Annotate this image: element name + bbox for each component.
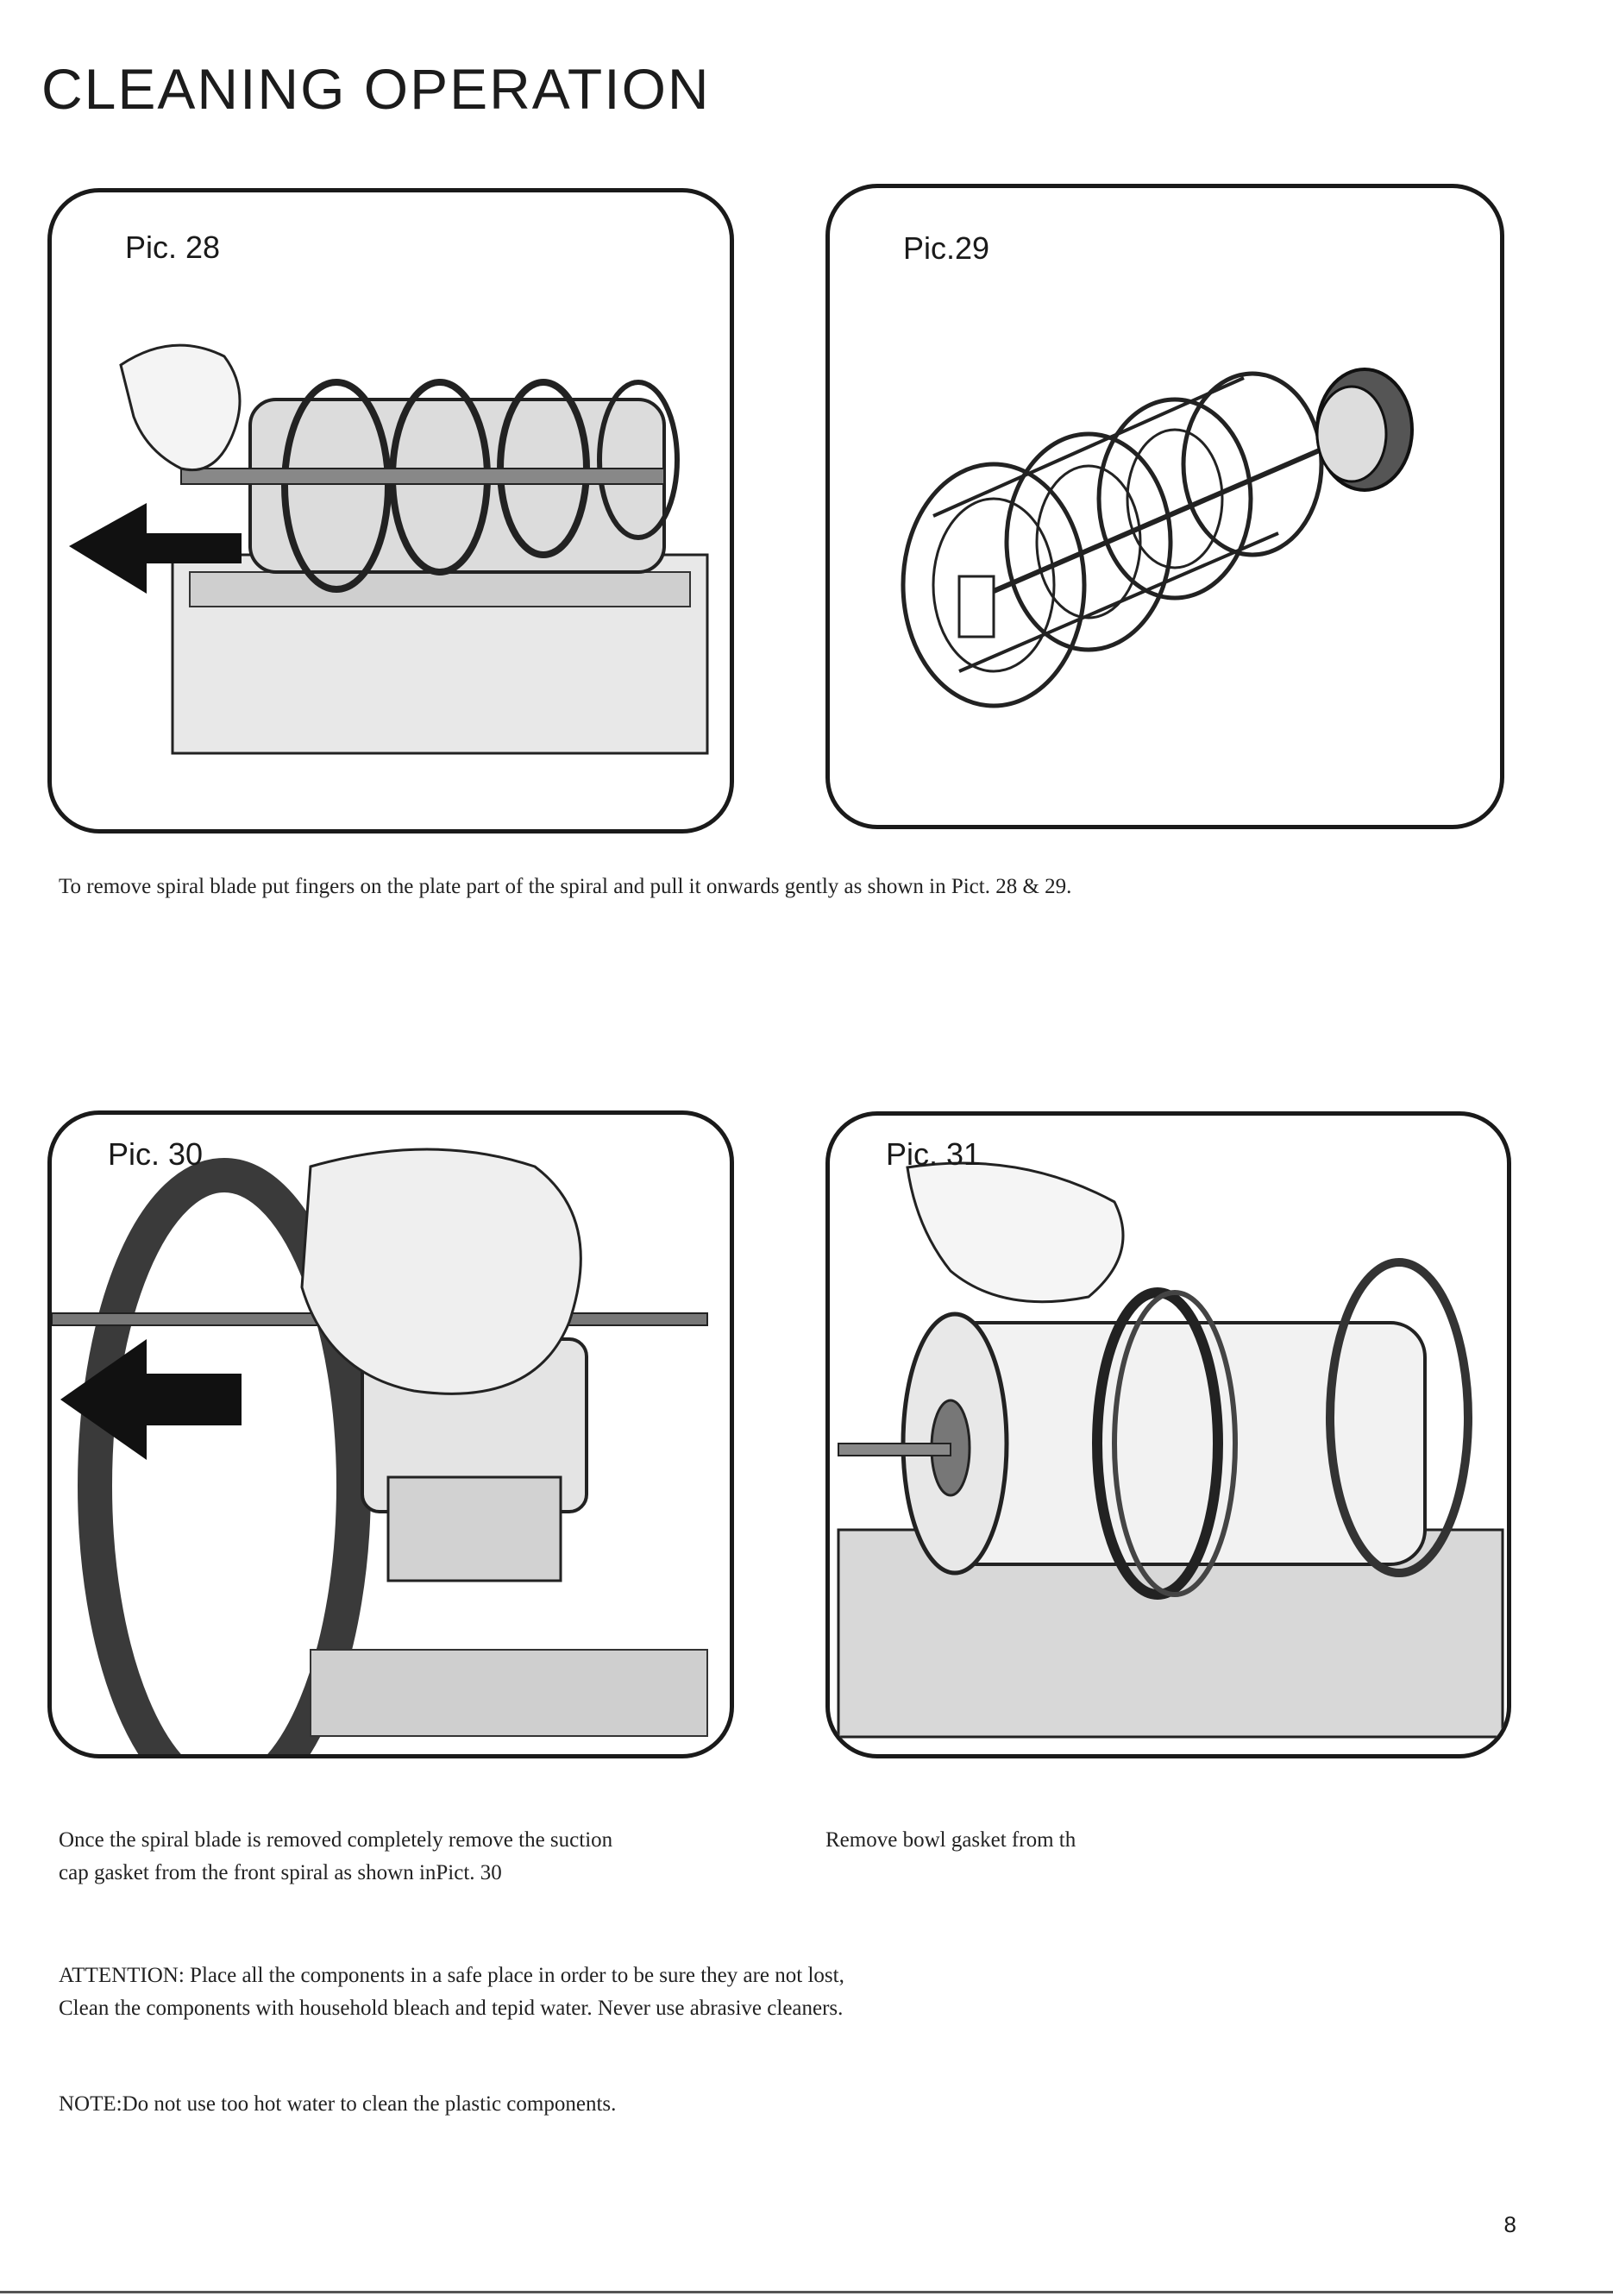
attention-note: ATTENTION: Place all the components in a… (59, 1964, 844, 2020)
page-title: CLEANING OPERATION (41, 57, 711, 121)
page-number: 8 (1503, 2211, 1516, 2237)
arrow-left-icon (60, 1339, 242, 1460)
figure-pic-30: Pic. 30 (47, 1110, 734, 1758)
figure-label: Pic. 31 (886, 1136, 982, 1172)
bottom-rule (0, 2291, 1613, 2293)
spiral-removal-caption: To remove spiral blade put fingers on th… (59, 875, 1072, 898)
suction-cap-photo (52, 1148, 708, 1754)
figure-label: Pic. 28 (125, 230, 221, 265)
temperature-note: NOTE:Do not use too hot water to clean t… (59, 2092, 617, 2116)
bowl-gasket-caption: Remove bowl gasket from th (825, 1828, 1076, 1852)
bowl-gasket-photo (837, 1161, 1504, 1739)
spiral-removal-photo (69, 343, 709, 755)
figure-pic-28: Pic. 28 (47, 188, 734, 833)
figure-label: Pic.29 (903, 230, 990, 266)
spiral-blade-diagram (901, 368, 1414, 708)
figure-pic-29: Pic.29 (825, 184, 1504, 829)
suction-cap-caption: Once the spiral blade is removed complet… (59, 1828, 613, 1884)
arrow-left-icon (69, 503, 242, 594)
figure-label: Pic. 30 (108, 1136, 204, 1172)
figure-pic-31: Pic. 31 (825, 1111, 1511, 1758)
